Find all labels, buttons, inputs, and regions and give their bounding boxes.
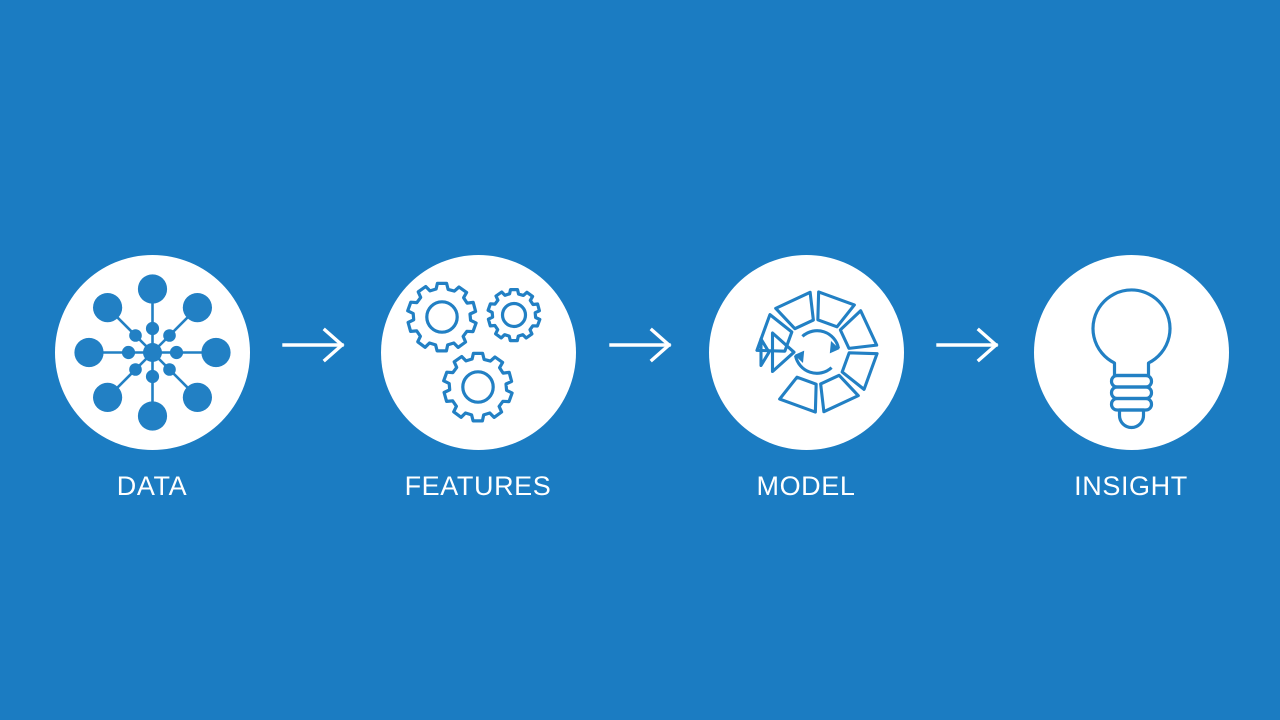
connector-arrow-1 (280, 325, 350, 365)
step-label-data: DATA (116, 471, 188, 501)
connector-arrow-2 (607, 325, 677, 365)
process-step-insight[interactable]: INSIGHT (1011, 255, 1251, 501)
icon-disc-features (380, 255, 576, 450)
process-step-model[interactable]: MODEL (686, 255, 926, 501)
connector-arrow-3 (934, 325, 1004, 365)
icon-disc-insight (1033, 255, 1229, 450)
model-wheel-icon (754, 290, 879, 414)
icon-disc-data (54, 255, 250, 450)
step-label-insight: INSIGHT (1074, 471, 1188, 501)
arrow-right-icon (282, 327, 345, 363)
process-step-data[interactable]: DATA (32, 255, 272, 501)
step-label-model: MODEL (756, 471, 856, 501)
network-nodes-icon (73, 274, 231, 431)
arrow-right-icon (936, 327, 999, 363)
icon-disc-model (708, 255, 904, 450)
gears-icon (405, 281, 541, 423)
arrow-right-icon (609, 327, 672, 363)
lightbulb-icon (1090, 288, 1172, 430)
step-label-features: FEATURES (404, 471, 552, 501)
process-step-features[interactable]: FEATURES (358, 255, 598, 501)
